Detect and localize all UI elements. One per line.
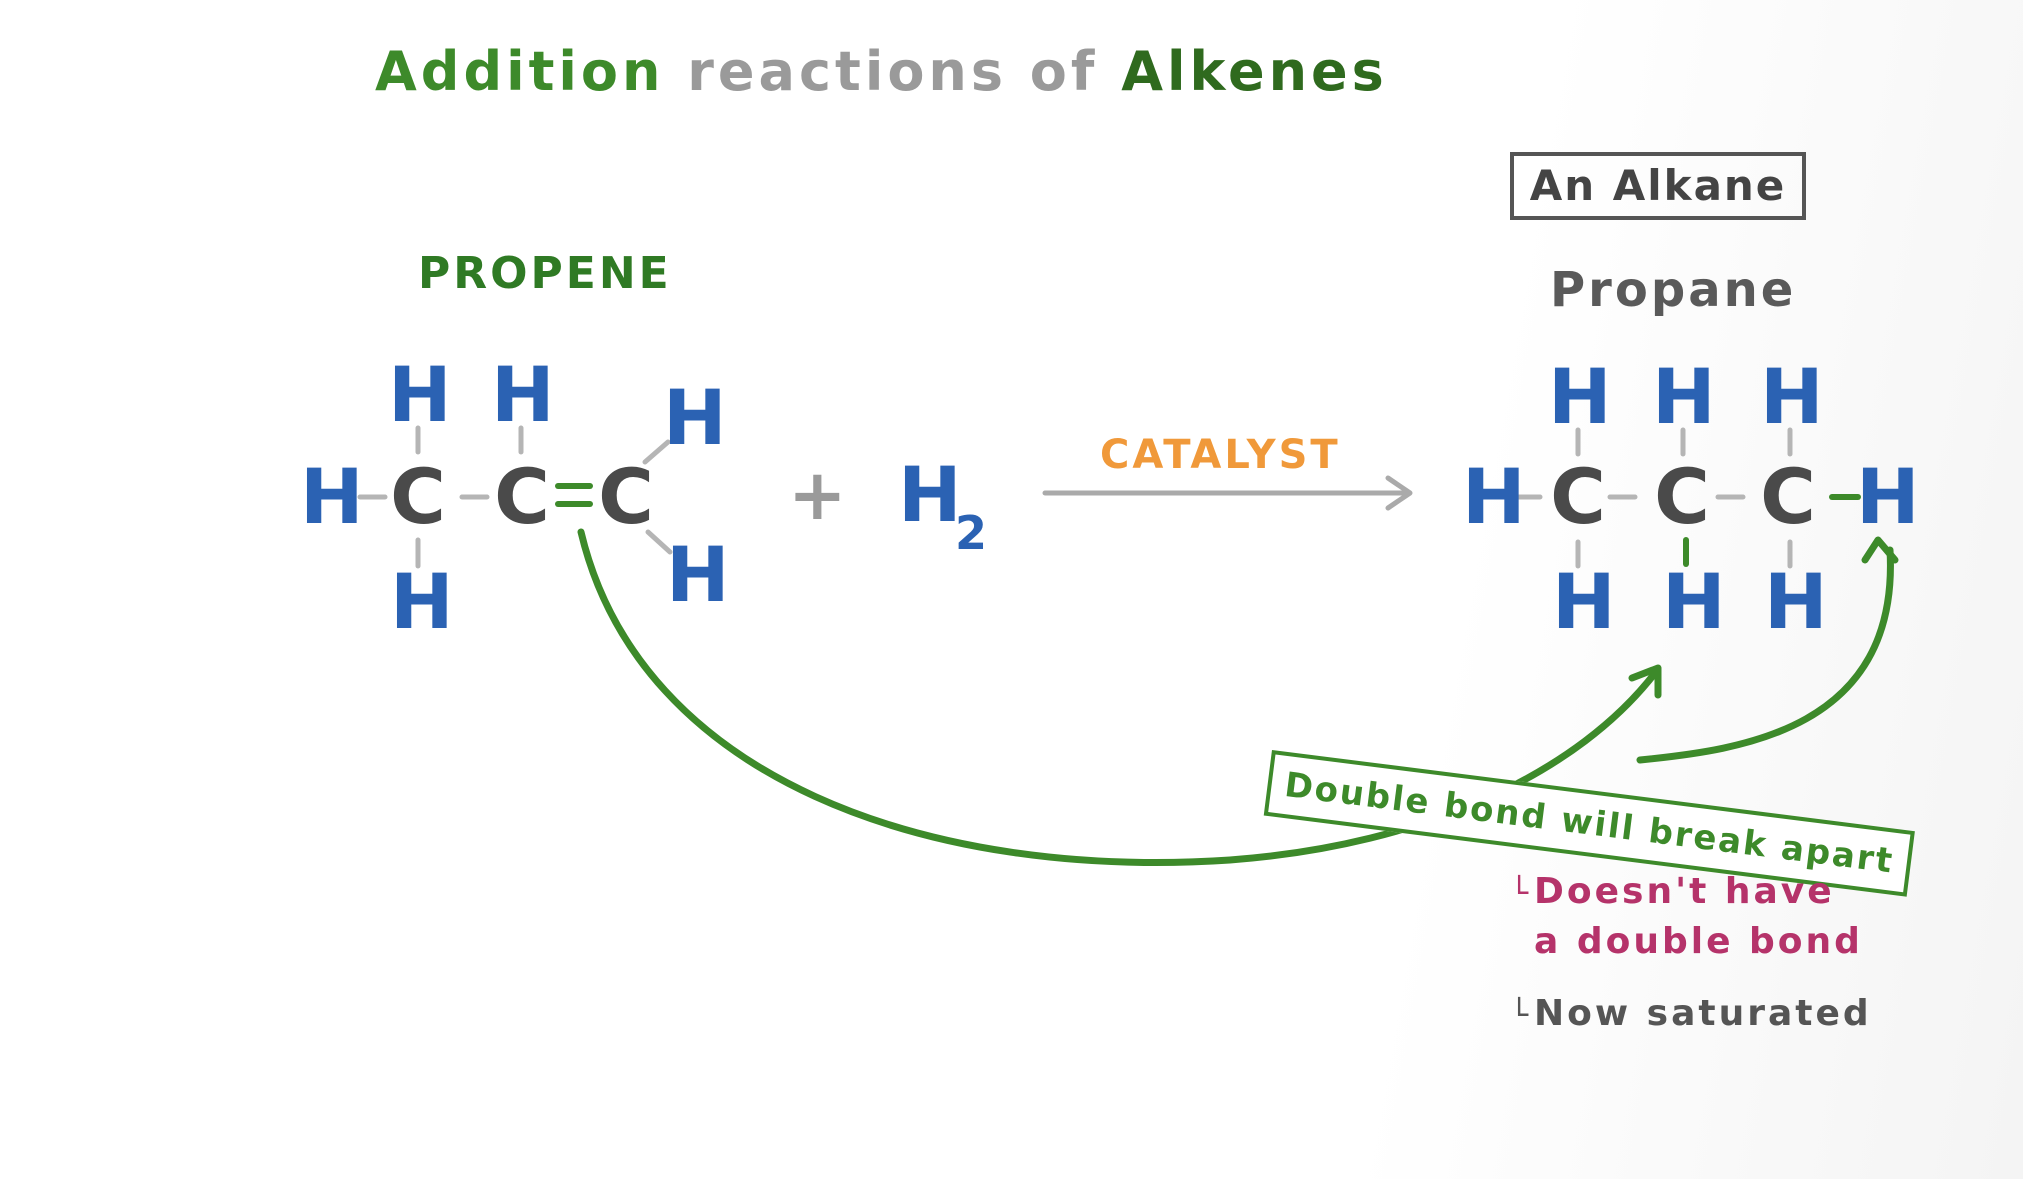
propene-h-c3-upper: H <box>663 373 727 462</box>
propane-carbon-3: C <box>1760 452 1816 541</box>
plus-sign: + <box>788 454 847 536</box>
curve-arrow-head-left <box>1628 664 1662 699</box>
bullet-hook-icon: └ <box>1510 876 1532 911</box>
alkane-category-box: An Alkane <box>1510 152 1806 220</box>
propane-h-right: H <box>1856 452 1920 541</box>
propane-carbon-1: C <box>1550 452 1606 541</box>
propene-h-c1-top: H <box>388 350 452 439</box>
propane-h-c3-bottom: H <box>1764 557 1828 646</box>
propane-h-c3-top: H <box>1760 352 1824 441</box>
propene-label: PROPENE <box>418 248 672 299</box>
title-part-alkenes: Alkenes <box>1121 40 1388 103</box>
propene-h-c2-top: H <box>491 350 555 439</box>
hydrogen-molecule-symbol: H <box>898 450 962 539</box>
propane-h-left: H <box>1462 452 1526 541</box>
note-no-double-bond: └Doesn't have a double bond <box>1510 868 1863 966</box>
propene-h-c3-lower: H <box>666 530 730 619</box>
double-bond-curve-arrow <box>577 528 1659 866</box>
propane-h-c2-bottom: H <box>1662 557 1726 646</box>
hydrogen-molecule-subscript: 2 <box>955 506 988 560</box>
page-title: Addition reactions of Alkenes <box>375 42 1388 102</box>
propene-bond-c3-h-lower <box>645 529 673 555</box>
propene-h-left: H <box>300 452 364 541</box>
reaction-arrow-head <box>1385 475 1413 511</box>
propane-h-c1-bottom: H <box>1552 557 1616 646</box>
catalyst-label: CATALYST <box>1100 432 1341 478</box>
propane-h-c2-top: H <box>1652 352 1716 441</box>
note-line: a double bond <box>1534 921 1863 962</box>
note-saturated: └Now saturated <box>1510 990 1872 1040</box>
title-part-addition: Addition <box>375 40 665 103</box>
note-line: Now saturated <box>1534 993 1872 1034</box>
propene-carbon-1: C <box>390 452 446 541</box>
double-bond-curve-arrow-right <box>1636 546 1894 764</box>
propene-h-c1-bottom: H <box>390 557 454 646</box>
propene-bond-c3-h-upper <box>642 439 671 465</box>
propane-label: Propane <box>1550 262 1797 318</box>
propene-carbon-3: C <box>598 452 654 541</box>
title-part-reactions-of: reactions of <box>687 40 1099 103</box>
curve-arrow-head-right <box>1861 536 1899 564</box>
bullet-hook-icon: └ <box>1510 998 1532 1033</box>
propane-h-c1-top: H <box>1548 352 1612 441</box>
propane-carbon-2: C <box>1654 452 1710 541</box>
propene-carbon-2: C <box>494 452 550 541</box>
note-line: Doesn't have <box>1534 871 1835 912</box>
